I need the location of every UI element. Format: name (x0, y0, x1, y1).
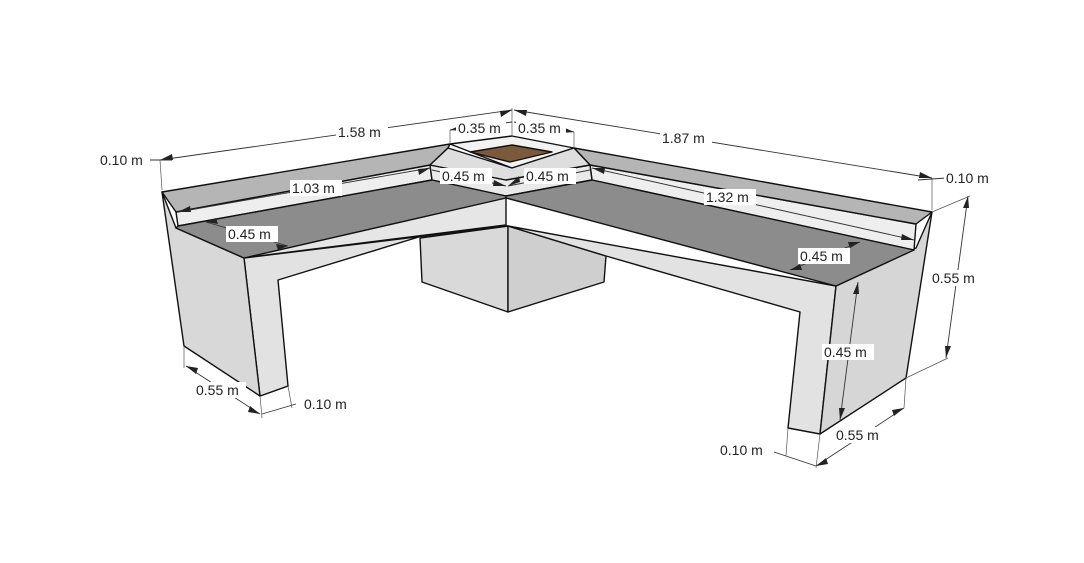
dim-label-top-left-length: 1.58 m (336, 124, 388, 140)
label-right-back-thickness: 0.10 m (946, 170, 989, 186)
label-right-seat: 0.45 m (800, 248, 843, 264)
left-leg-side-face (161, 191, 261, 397)
dim-label-left-leg-thickness: 0.10 m (302, 396, 354, 412)
planter-box-left-face (419, 225, 509, 313)
label-planter-left: 0.35 m (458, 120, 501, 136)
label-1-87: 1.87 m (662, 130, 705, 146)
dim-label-right-leg-thickness: 0.10 m (718, 442, 770, 458)
label-1-03: 1.03 m (292, 180, 335, 196)
label-left-leg-thickness: 0.10 m (304, 396, 347, 412)
dim-label-top-right-length: 1.87 m (660, 130, 712, 146)
label-total-height: 0.55 m (932, 270, 975, 286)
dim-label-corner-right: 0.45 m (524, 168, 576, 184)
label-corner-left: 0.45 m (442, 168, 485, 184)
planter-soil (469, 144, 553, 163)
label-right-leg-thickness: 0.10 m (720, 442, 763, 458)
label-left-leg-depth: 0.55 m (196, 382, 239, 398)
dim-label-planter-left: 0.35 m (456, 120, 506, 136)
label-planter-right: 0.35 m (518, 120, 561, 136)
label-right-leg-depth: 0.55 m (836, 427, 879, 443)
dim-label-total-height: 0.55 m (930, 270, 982, 286)
dim-label-planter-right: 0.35 m (516, 120, 566, 136)
dim-label-left-back-thickness: 0.10 m (98, 152, 150, 168)
dim-label-right-inner-length: 1.32 m (704, 189, 756, 205)
label-left-seat: 0.45 m (228, 226, 271, 242)
label-corner-right: 0.45 m (526, 168, 569, 184)
dim-label-corner-left: 0.45 m (440, 168, 492, 184)
left-wing-front-band (243, 225, 509, 397)
dim-label-right-leg-depth: 0.55 m (834, 427, 886, 443)
label-seat-height: 0.45 m (824, 344, 867, 360)
dim-label-right-seat-depth: 0.45 m (798, 248, 850, 264)
label-1-58: 1.58 m (338, 124, 381, 140)
dim-label-seat-height: 0.45 m (822, 344, 874, 360)
dim-label-left-inner-length: 1.03 m (290, 180, 342, 196)
dim-label-left-leg-depth: 0.55 m (194, 382, 246, 398)
label-1-32: 1.32 m (706, 189, 749, 205)
dim-label-right-back-thickness: 0.10 m (944, 170, 996, 186)
dim-label-left-seat-depth: 0.45 m (226, 226, 278, 242)
label-left-back-thickness: 0.10 m (100, 152, 143, 168)
